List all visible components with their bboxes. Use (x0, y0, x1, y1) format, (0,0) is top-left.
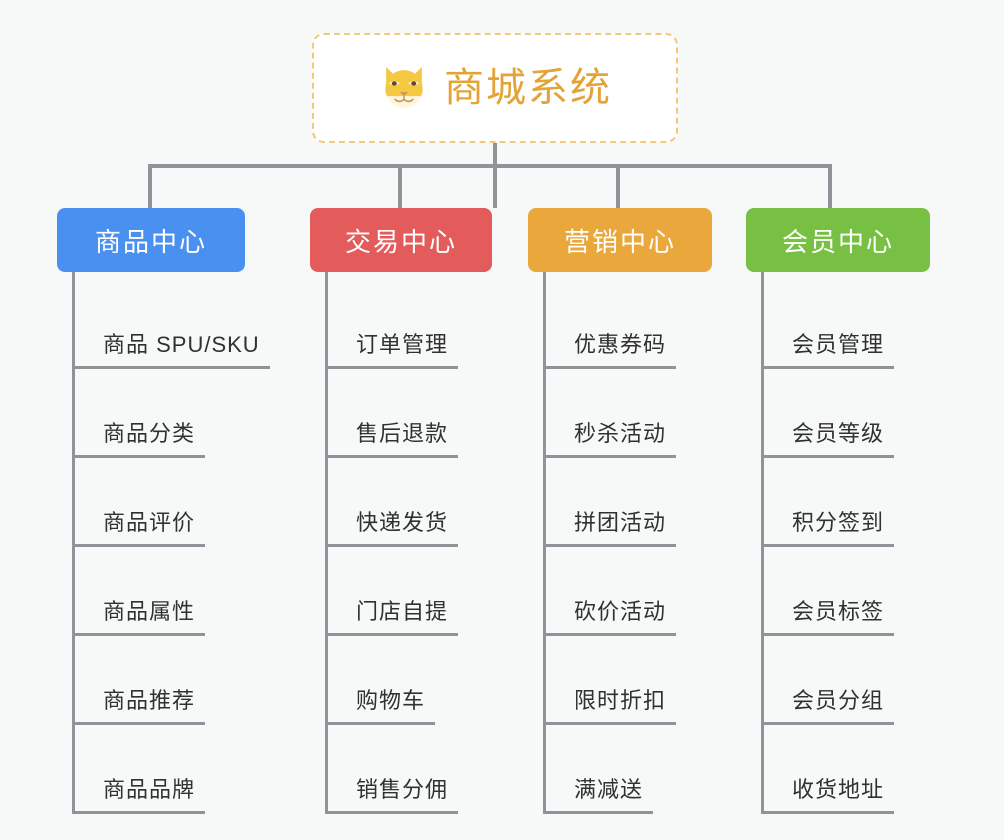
leaf-list-trade-center: 订单管理 售后退款 快递发货 门店自提 购物车 销售分佣 (310, 272, 492, 814)
leaf-item[interactable]: 销售分佣 (310, 725, 492, 814)
root-title: 商城系统 (444, 66, 612, 110)
connector-drop-marketing-center (616, 164, 620, 210)
leaf-item[interactable]: 快递发货 (310, 458, 492, 547)
leaf-label: 砍价活动 (546, 594, 677, 636)
category-label: 交易中心 (344, 226, 457, 257)
leaf-item[interactable]: 商品推荐 (57, 636, 245, 725)
category-header-product-center[interactable]: 商品中心 (57, 208, 245, 272)
leaf-item[interactable]: 商品 SPU/SKU (57, 280, 270, 369)
leaf-item[interactable]: 商品属性 (57, 547, 245, 636)
leaf-item[interactable]: 售后退款 (310, 369, 492, 458)
leaf-item[interactable]: 拼团活动 (528, 458, 712, 547)
column-trade-center: 交易中心 订单管理 售后退款 快递发货 门店自提 购物车 销售分佣 (310, 208, 492, 814)
leaf-item[interactable]: 限时折扣 (528, 636, 712, 725)
leaf-label: 限时折扣 (546, 683, 677, 725)
leaf-item[interactable]: 优惠券码 (528, 280, 712, 369)
leaf-label: 商品品牌 (75, 772, 206, 814)
connector-root-stem (493, 143, 497, 208)
leaf-list-product-center: 商品 SPU/SKU 商品分类 商品评价 商品属性 商品推荐 商品品牌 (57, 272, 270, 814)
leaf-item[interactable]: 门店自提 (310, 547, 492, 636)
leaf-label: 商品分类 (75, 416, 206, 458)
leaf-item[interactable]: 商品分类 (57, 369, 245, 458)
column-member-center: 会员中心 会员管理 会员等级 积分签到 会员标签 会员分组 收货地址 (746, 208, 930, 814)
leaf-item[interactable]: 满减送 (528, 725, 712, 814)
leaf-label: 购物车 (328, 683, 436, 725)
leaf-spine (72, 272, 75, 814)
leaf-label: 拼团活动 (546, 505, 677, 547)
leaf-label: 积分签到 (764, 505, 895, 547)
leaf-item[interactable]: 收货地址 (746, 725, 930, 814)
leaf-label: 收货地址 (764, 772, 895, 814)
leaf-list-marketing-center: 优惠券码 秒杀活动 拼团活动 砍价活动 限时折扣 满减送 (528, 272, 712, 814)
leaf-spine (761, 272, 764, 814)
leaf-item[interactable]: 购物车 (310, 636, 492, 725)
leaf-item[interactable]: 商品评价 (57, 458, 245, 547)
leaf-label: 满减送 (546, 772, 654, 814)
category-label: 会员中心 (781, 226, 894, 257)
category-label: 营销中心 (563, 226, 676, 257)
connector-horizontal-bus (148, 164, 832, 168)
leaf-spine (543, 272, 546, 814)
leaf-label: 会员管理 (764, 327, 895, 369)
connector-drop-member-center (828, 164, 832, 210)
leaf-item[interactable]: 积分签到 (746, 458, 930, 547)
leaf-item[interactable]: 订单管理 (310, 280, 492, 369)
leaf-label: 会员分组 (764, 683, 895, 725)
category-label: 商品中心 (94, 226, 207, 257)
leaf-label: 门店自提 (328, 594, 459, 636)
leaf-item[interactable]: 砍价活动 (528, 547, 712, 636)
leaf-label: 商品评价 (75, 505, 206, 547)
leaf-label: 销售分佣 (328, 772, 459, 814)
leaf-item[interactable]: 会员分组 (746, 636, 930, 725)
leaf-label: 订单管理 (328, 327, 459, 369)
leaf-label: 秒杀活动 (546, 416, 677, 458)
connector-drop-trade-center (398, 164, 402, 210)
leaf-item[interactable]: 会员等级 (746, 369, 930, 458)
leaf-label: 会员标签 (764, 594, 895, 636)
leaf-list-member-center: 会员管理 会员等级 积分签到 会员标签 会员分组 收货地址 (746, 272, 930, 814)
leaf-label: 快递发货 (328, 505, 459, 547)
column-marketing-center: 营销中心 优惠券码 秒杀活动 拼团活动 砍价活动 限时折扣 满减送 (528, 208, 712, 814)
column-product-center: 商品中心 商品 SPU/SKU 商品分类 商品评价 商品属性 商品推荐 商品品牌 (57, 208, 270, 814)
leaf-label: 商品 SPU/SKU (75, 327, 270, 369)
leaf-item[interactable]: 秒杀活动 (528, 369, 712, 458)
shiba-dog-face-icon (378, 62, 430, 114)
leaf-item[interactable]: 商品品牌 (57, 725, 245, 814)
category-header-marketing-center[interactable]: 营销中心 (528, 208, 712, 272)
root-node[interactable]: 商城系统 (312, 33, 678, 143)
leaf-spine (325, 272, 328, 814)
leaf-label: 会员等级 (764, 416, 895, 458)
connector-drop-product-center (148, 164, 152, 210)
leaf-item[interactable]: 会员标签 (746, 547, 930, 636)
leaf-label: 商品推荐 (75, 683, 206, 725)
leaf-label: 商品属性 (75, 594, 206, 636)
category-header-trade-center[interactable]: 交易中心 (310, 208, 492, 272)
leaf-label: 优惠券码 (546, 327, 677, 369)
category-header-member-center[interactable]: 会员中心 (746, 208, 930, 272)
leaf-item[interactable]: 会员管理 (746, 280, 930, 369)
leaf-label: 售后退款 (328, 416, 459, 458)
